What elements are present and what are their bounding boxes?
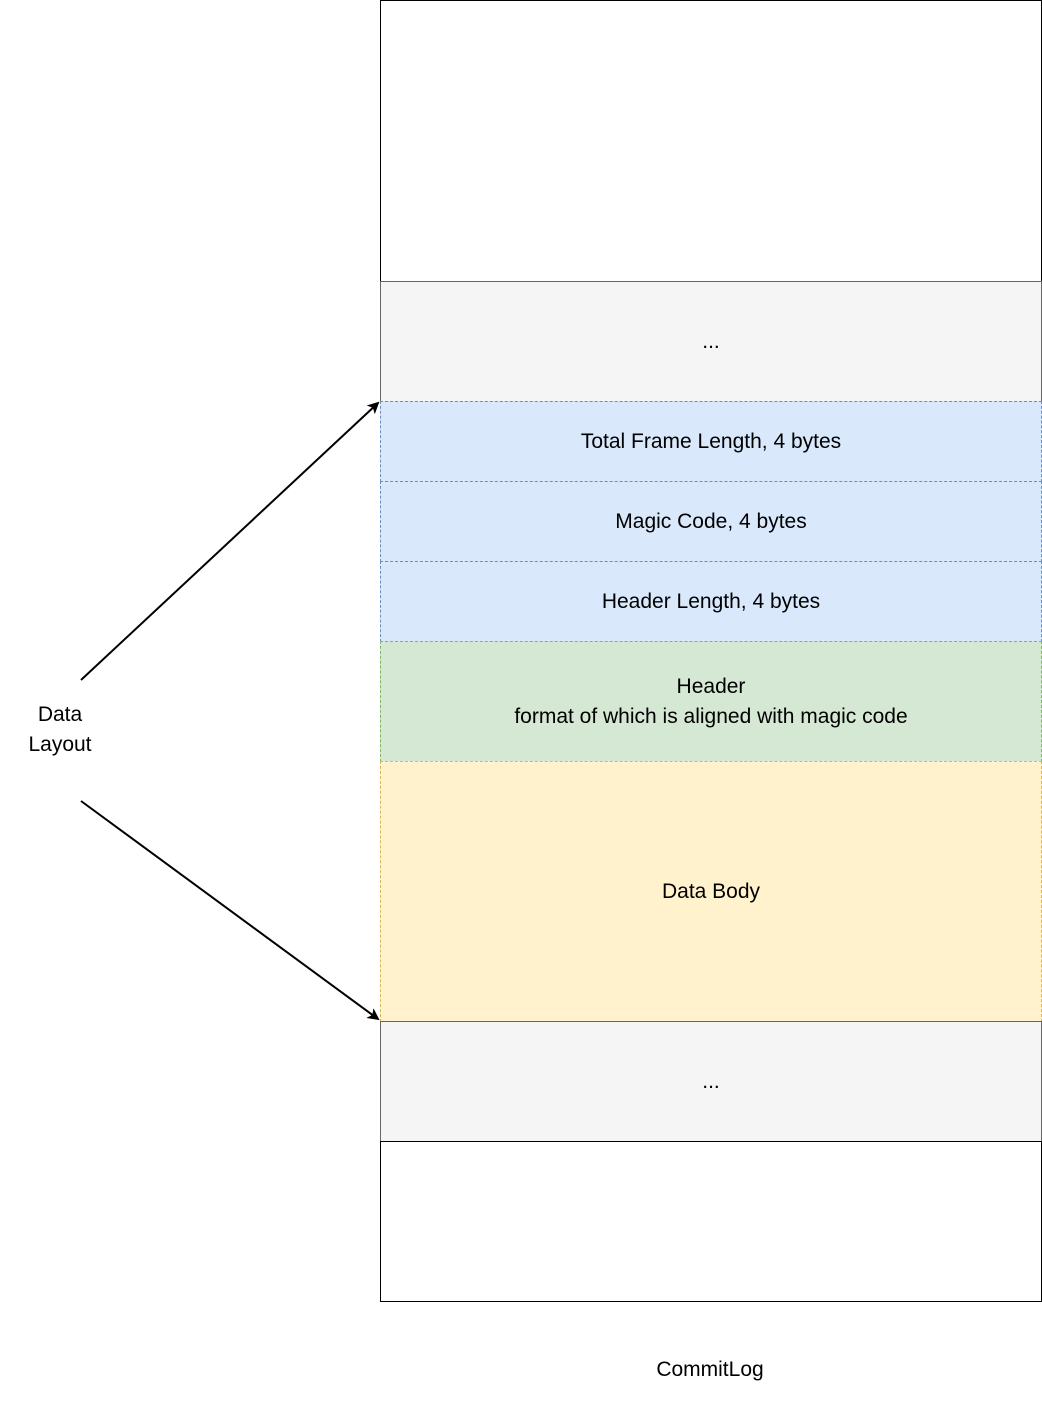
data-layout-label: Data Layout: [0, 700, 120, 760]
data-body-label: Data Body: [661, 879, 761, 903]
arrow-to-frame-start: [80, 401, 380, 681]
data-layout-line2: Layout: [28, 733, 92, 756]
commitlog-top-block: [380, 0, 1042, 282]
commitlog-caption: CommitLog: [656, 1358, 764, 1381]
header-field: Header format of which is aligned with m…: [380, 641, 1042, 762]
data-body-field: Data Body: [380, 761, 1042, 1022]
gap-top-text: ...: [702, 329, 720, 353]
data-layout-line1: Data: [37, 703, 83, 726]
total-frame-length-label: Total Frame Length, 4 bytes: [580, 429, 842, 453]
header-title: Header: [676, 674, 746, 698]
gap-bottom-text: ...: [702, 1069, 720, 1093]
header-length-label: Header Length, 4 bytes: [601, 589, 821, 613]
commitlog-bottom-block: [380, 1141, 1042, 1302]
header-description: format of which is aligned with magic co…: [514, 704, 908, 728]
arrow-to-frame-end: [80, 800, 380, 1021]
gap-segment-top: ...: [380, 281, 1042, 402]
magic-code-label: Magic Code, 4 bytes: [615, 509, 807, 533]
total-frame-length-field: Total Frame Length, 4 bytes: [380, 401, 1042, 482]
